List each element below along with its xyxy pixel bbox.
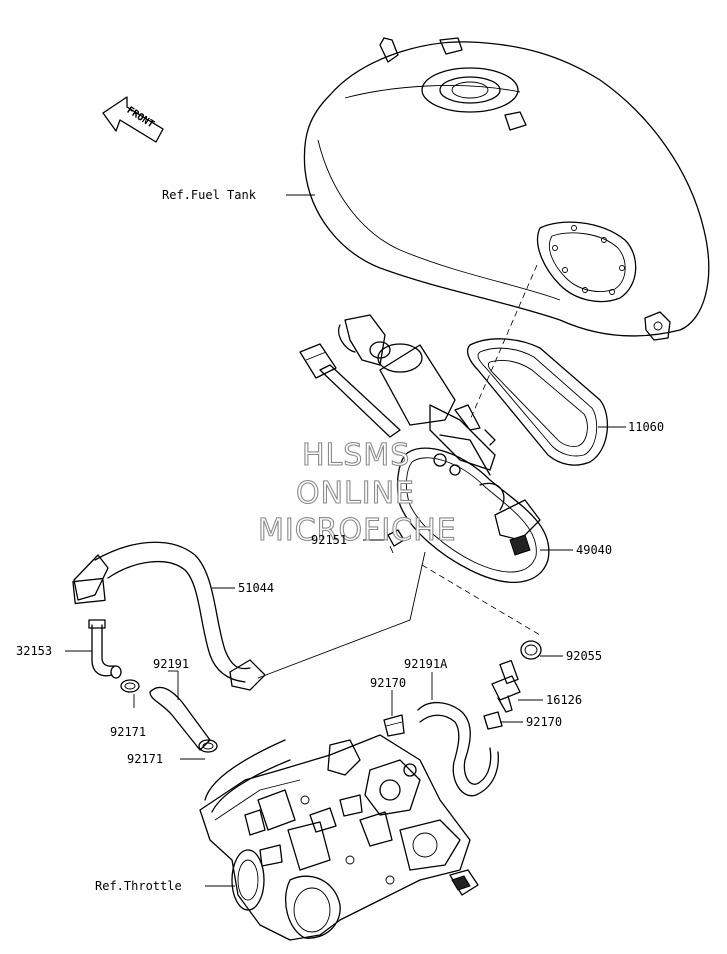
throttle-body (199, 734, 479, 941)
label-92170-left[interactable]: 92170 (370, 676, 407, 690)
label-92171-upper[interactable]: 92171 (110, 725, 147, 739)
fuel-tank (303, 37, 710, 341)
label-49040[interactable]: 49040 (576, 543, 613, 557)
watermark-line-3: MICROFICHE (257, 513, 457, 548)
clamp-92171-lower (198, 739, 218, 753)
label-11060[interactable]: 11060 (628, 420, 665, 434)
hose-51044 (72, 541, 266, 691)
fuel-pump-49040 (299, 314, 550, 583)
label-92170-right[interactable]: 92170 (526, 715, 563, 729)
watermark-line-1: HLSMS (301, 438, 411, 473)
label-92171-lower[interactable]: 92171 (127, 752, 164, 766)
label-92191[interactable]: 92191 (153, 657, 190, 671)
clamp-92170-left (383, 714, 405, 737)
hose-92191 (149, 686, 211, 751)
clamp-92170-right (483, 711, 503, 730)
label-51044[interactable]: 51044 (238, 581, 275, 595)
label-92191a[interactable]: 92191A (404, 657, 448, 671)
watermark-line-2: ONLINE (295, 476, 416, 511)
hose-92191a (417, 702, 499, 797)
label-ref-throttle[interactable]: Ref.Throttle (95, 879, 182, 893)
o-ring-92055 (520, 640, 542, 660)
label-92055[interactable]: 92055 (566, 649, 603, 663)
label-92151[interactable]: 92151 (311, 533, 348, 547)
front-arrow-icon: FRONT (102, 96, 164, 143)
label-ref-fuel-tank[interactable]: Ref.Fuel Tank (162, 188, 256, 202)
leader-lines (65, 194, 626, 887)
label-16126[interactable]: 16126 (546, 693, 583, 707)
clamp-92171-upper (120, 679, 140, 693)
pipe-32153 (88, 619, 122, 679)
gasket-11060 (467, 338, 609, 466)
label-32153[interactable]: 32153 (16, 644, 53, 658)
fitting-92151 (387, 529, 405, 554)
valve-16126 (491, 659, 521, 713)
front-arrow-label: FRONT (125, 105, 156, 131)
